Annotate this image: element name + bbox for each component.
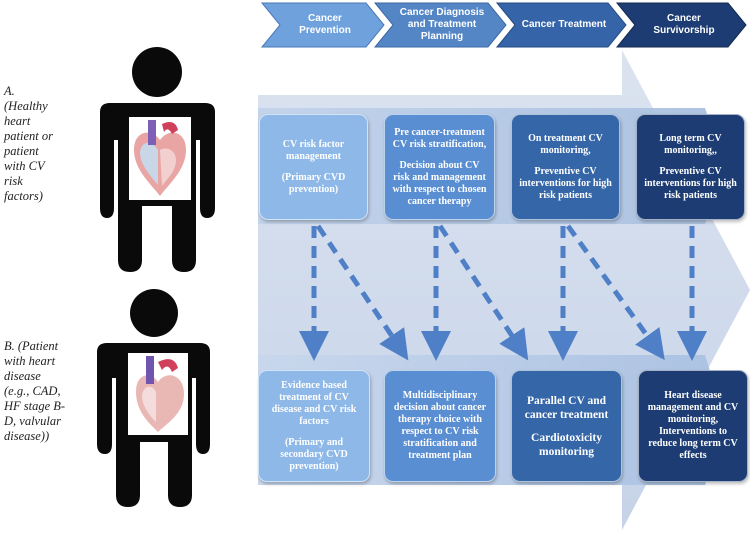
- row-b-box-survivorship: Heart disease management and CV monitori…: [638, 370, 748, 482]
- row-a-box-treatment-line-2: Preventive CV interventions for high ris…: [519, 165, 612, 201]
- phase-chevron-1: [260, 2, 385, 48]
- row-a-box-prevention: CV risk factor management (Primary CVD p…: [259, 114, 368, 220]
- heart-b-icon: [128, 353, 188, 435]
- row-a-box-prevention-line-2: (Primary CVD prevention): [281, 171, 346, 195]
- row-a-box-treatment-line-1: On treatment CV monitoring,: [528, 132, 603, 156]
- row-b-box-prevention: Evidence based treatment of CV disease a…: [258, 370, 370, 482]
- phase-chevron-bar: [260, 2, 747, 48]
- phase-label-prevention: Cancer Prevention: [299, 13, 351, 36]
- arrow-prevention-diag: [315, 224, 409, 361]
- row-a-box-prevention-line-1: CV risk factor management: [282, 138, 345, 162]
- row-b-box-prevention-line-1: Evidence based treatment of CV disease a…: [271, 379, 357, 427]
- row-a-box-diagnosis: Pre cancer-treatment CV risk stratificat…: [384, 114, 495, 220]
- row-a-box-diagnosis-line-2: Decision about CV risk and management wi…: [392, 159, 487, 207]
- arrow-diagnosis-diag: [437, 224, 529, 361]
- row-b-box-treatment: Parallel CV and cancer treatment Cardiot…: [511, 370, 622, 482]
- heart-a-icon: [129, 117, 191, 200]
- phase-label-diagnosis: Cancer Diagnosis and Treatment Planning: [399, 7, 485, 42]
- phase-label-treatment: Cancer Treatment: [521, 19, 607, 30]
- row-b-box-diagnosis: Multidisciplinary decision about cancer …: [384, 370, 496, 482]
- row-a-box-survivorship-line-1: Long term CV monitoring,,: [659, 132, 722, 156]
- row-b-box-prevention-line-2: (Primary and secondary CVD prevention): [280, 436, 348, 472]
- row-b-box-treatment-line-2: Cardiotoxicity monitoring: [531, 431, 602, 458]
- row-a-box-treatment: On treatment CV monitoring, Preventive C…: [511, 114, 620, 220]
- row-a-box-survivorship-line-2: Preventive CV interventions for high ris…: [644, 165, 737, 201]
- phase-chevron-2: [373, 2, 507, 48]
- row-a-box-diagnosis-line-1: Pre cancer-treatment CV risk stratificat…: [392, 126, 487, 150]
- row-a-box-survivorship: Long term CV monitoring,, Preventive CV …: [636, 114, 745, 220]
- row-b-box-diagnosis-line-1: Multidisciplinary decision about cancer …: [393, 390, 487, 461]
- row-b-box-treatment-line-1: Parallel CV and cancer treatment: [524, 394, 609, 421]
- phase-chevron-3: [495, 2, 627, 48]
- row-b-box-survivorship-line-1: Heart disease management and CV monitori…: [647, 390, 739, 461]
- row-a-label: A. (Healthy heart patient or patient wit…: [4, 84, 53, 203]
- row-b-label: B. (Patient with heart disease (e.g., CA…: [4, 339, 66, 443]
- arrow-treatment-diag: [565, 224, 665, 361]
- phase-chevron-4: [615, 2, 747, 48]
- phase-label-survivorship: Cancer Survivorship: [653, 13, 715, 36]
